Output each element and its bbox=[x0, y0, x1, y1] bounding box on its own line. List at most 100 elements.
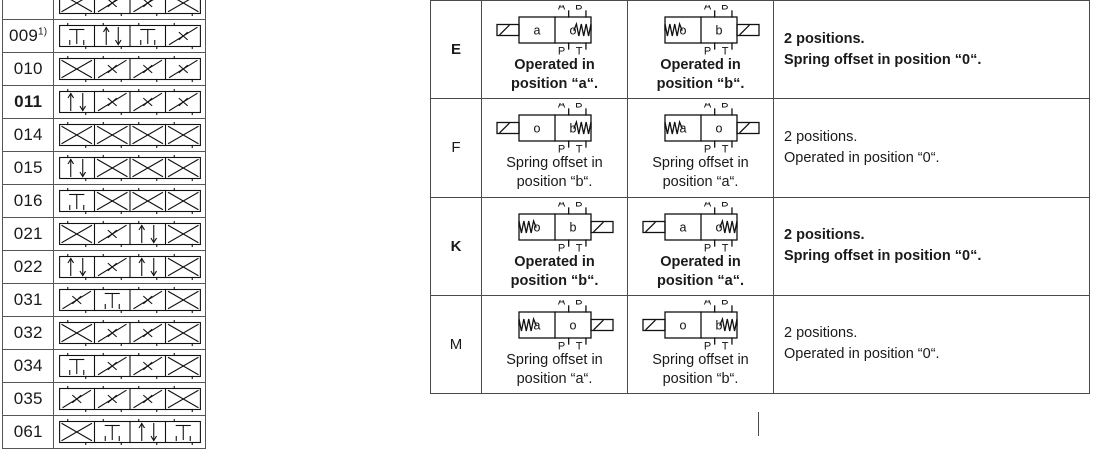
svg-text:T: T bbox=[721, 144, 728, 154]
valve-symbol-caption-line1: Spring offset in bbox=[506, 351, 603, 368]
table-continuation-line bbox=[758, 412, 759, 436]
spool-code-row[interactable]: 021 bbox=[1, 217, 206, 251]
spool-code-label: 032 bbox=[13, 323, 43, 342]
spool-code-label: 014 bbox=[13, 125, 43, 144]
spool-code-label: 022 bbox=[13, 257, 43, 276]
svg-text:A: A bbox=[703, 103, 711, 111]
spool-code-row[interactable]: 022 bbox=[1, 250, 206, 284]
spool-symbol-diagram bbox=[53, 19, 206, 53]
spool-code-label: 021 bbox=[13, 224, 43, 243]
spool-symbol-diagram bbox=[53, 151, 206, 185]
svg-text:P: P bbox=[557, 144, 564, 154]
valve-symbol-caption-line1: Spring offset in bbox=[652, 155, 749, 172]
spool-symbol-diagram bbox=[53, 250, 206, 284]
description-line1: 2 positions. bbox=[784, 30, 865, 47]
spool-code-cell: 010 bbox=[1, 52, 55, 86]
svg-text:P: P bbox=[557, 46, 564, 56]
valve-symbol-caption-line1: Operated in bbox=[514, 57, 595, 73]
svg-text:P: P bbox=[703, 340, 710, 350]
svg-text:B: B bbox=[575, 300, 582, 308]
spool-code-label: 010 bbox=[13, 59, 43, 78]
spool-code-cell: 016 bbox=[1, 184, 55, 218]
variant-letter-cell: M bbox=[430, 294, 482, 395]
spool-code-cell: 0091) bbox=[1, 19, 55, 53]
svg-text:T: T bbox=[575, 340, 582, 350]
svg-text:o: o bbox=[715, 122, 722, 136]
description-line1: 2 positions. bbox=[784, 128, 858, 145]
svg-text:B: B bbox=[575, 5, 582, 13]
spool-code-row[interactable]: 014 bbox=[1, 118, 206, 152]
svg-text:o: o bbox=[715, 220, 722, 234]
spool-code-label: 031 bbox=[13, 290, 43, 309]
valve-symbol-caption-line2: position “a“. bbox=[657, 272, 744, 289]
variant-letter-cell: E bbox=[430, 0, 482, 100]
spool-code-label: 016 bbox=[13, 191, 43, 210]
svg-text:A: A bbox=[703, 5, 711, 13]
spool-code-label: 015 bbox=[13, 158, 43, 177]
svg-text:o: o bbox=[569, 24, 576, 38]
valve-symbol-caption-line2: position “a“. bbox=[511, 76, 598, 93]
variant-letter-cell: F bbox=[430, 98, 482, 198]
svg-text:P: P bbox=[703, 242, 710, 252]
spool-code-row[interactable]: 016 bbox=[1, 184, 206, 218]
spool-code-cell: 014 bbox=[1, 118, 55, 152]
svg-text:b: b bbox=[715, 318, 722, 332]
svg-text:b: b bbox=[569, 220, 576, 234]
spool-code-row[interactable]: 031 bbox=[1, 283, 206, 317]
valve-symbol-caption-line2: position “b“. bbox=[516, 174, 593, 191]
spool-code-row[interactable]: 015 bbox=[1, 151, 206, 185]
valve-symbol-caption-line1: Spring offset in bbox=[506, 155, 603, 172]
spool-symbol-diagram bbox=[53, 85, 206, 119]
svg-text:T: T bbox=[721, 242, 728, 252]
svg-text:T: T bbox=[575, 144, 582, 154]
svg-text:T: T bbox=[721, 46, 728, 56]
variant-description-cell: 2 positions.Operated in position “0“. bbox=[773, 98, 1090, 198]
spool-code-row[interactable]: 035 bbox=[1, 382, 206, 416]
spool-code-row[interactable]: 0091) bbox=[1, 19, 206, 53]
description-line2: Spring offset in position “0“. bbox=[784, 51, 982, 68]
spool-code-cell: 061 bbox=[1, 415, 55, 449]
spool-code-row[interactable]: 010 bbox=[1, 52, 206, 86]
spool-code-cell: 021 bbox=[1, 217, 55, 251]
spool-code-cell: 022 bbox=[1, 250, 55, 284]
svg-text:P: P bbox=[703, 144, 710, 154]
spool-code-row[interactable]: 032 bbox=[1, 316, 206, 350]
svg-text:B: B bbox=[721, 300, 728, 308]
spool-symbol-diagram bbox=[53, 52, 206, 86]
spool-symbol-diagram bbox=[53, 184, 206, 218]
valve-symbol-caption-line2: position “b“. bbox=[510, 272, 599, 289]
svg-text:A: A bbox=[703, 300, 711, 308]
spool-code-cell: 015 bbox=[1, 151, 55, 185]
valve-symbol-caption-line2: position “a“. bbox=[516, 370, 593, 387]
left-table-body: 0091) 010 011 014 015 016 021 022 031 032 034 035 06… bbox=[1, 0, 206, 449]
description-line2: Spring offset in position “0“. bbox=[784, 248, 982, 265]
svg-text:o: o bbox=[533, 220, 540, 234]
footnote-marker: 1) bbox=[38, 26, 48, 38]
spool-code-row[interactable]: 034 bbox=[1, 349, 206, 383]
variant-description-cell: 2 positions.Operated in position “0“. bbox=[773, 294, 1090, 395]
spool-code-label: 035 bbox=[13, 389, 43, 408]
spool-code-cell bbox=[1, 0, 55, 20]
spool-symbol-diagram bbox=[53, 283, 206, 317]
spool-code-cell: 031 bbox=[1, 283, 55, 317]
spool-code-row[interactable]: 061 bbox=[1, 415, 206, 449]
spool-symbol-diagram bbox=[53, 0, 206, 20]
spool-code-row[interactable]: 011 bbox=[1, 85, 206, 119]
valve-symbol-caption-line1: Operated in bbox=[514, 253, 595, 270]
description-line1: 2 positions. bbox=[784, 325, 858, 342]
svg-text:o: o bbox=[679, 318, 686, 332]
spool-code-row[interactable] bbox=[1, 0, 206, 20]
